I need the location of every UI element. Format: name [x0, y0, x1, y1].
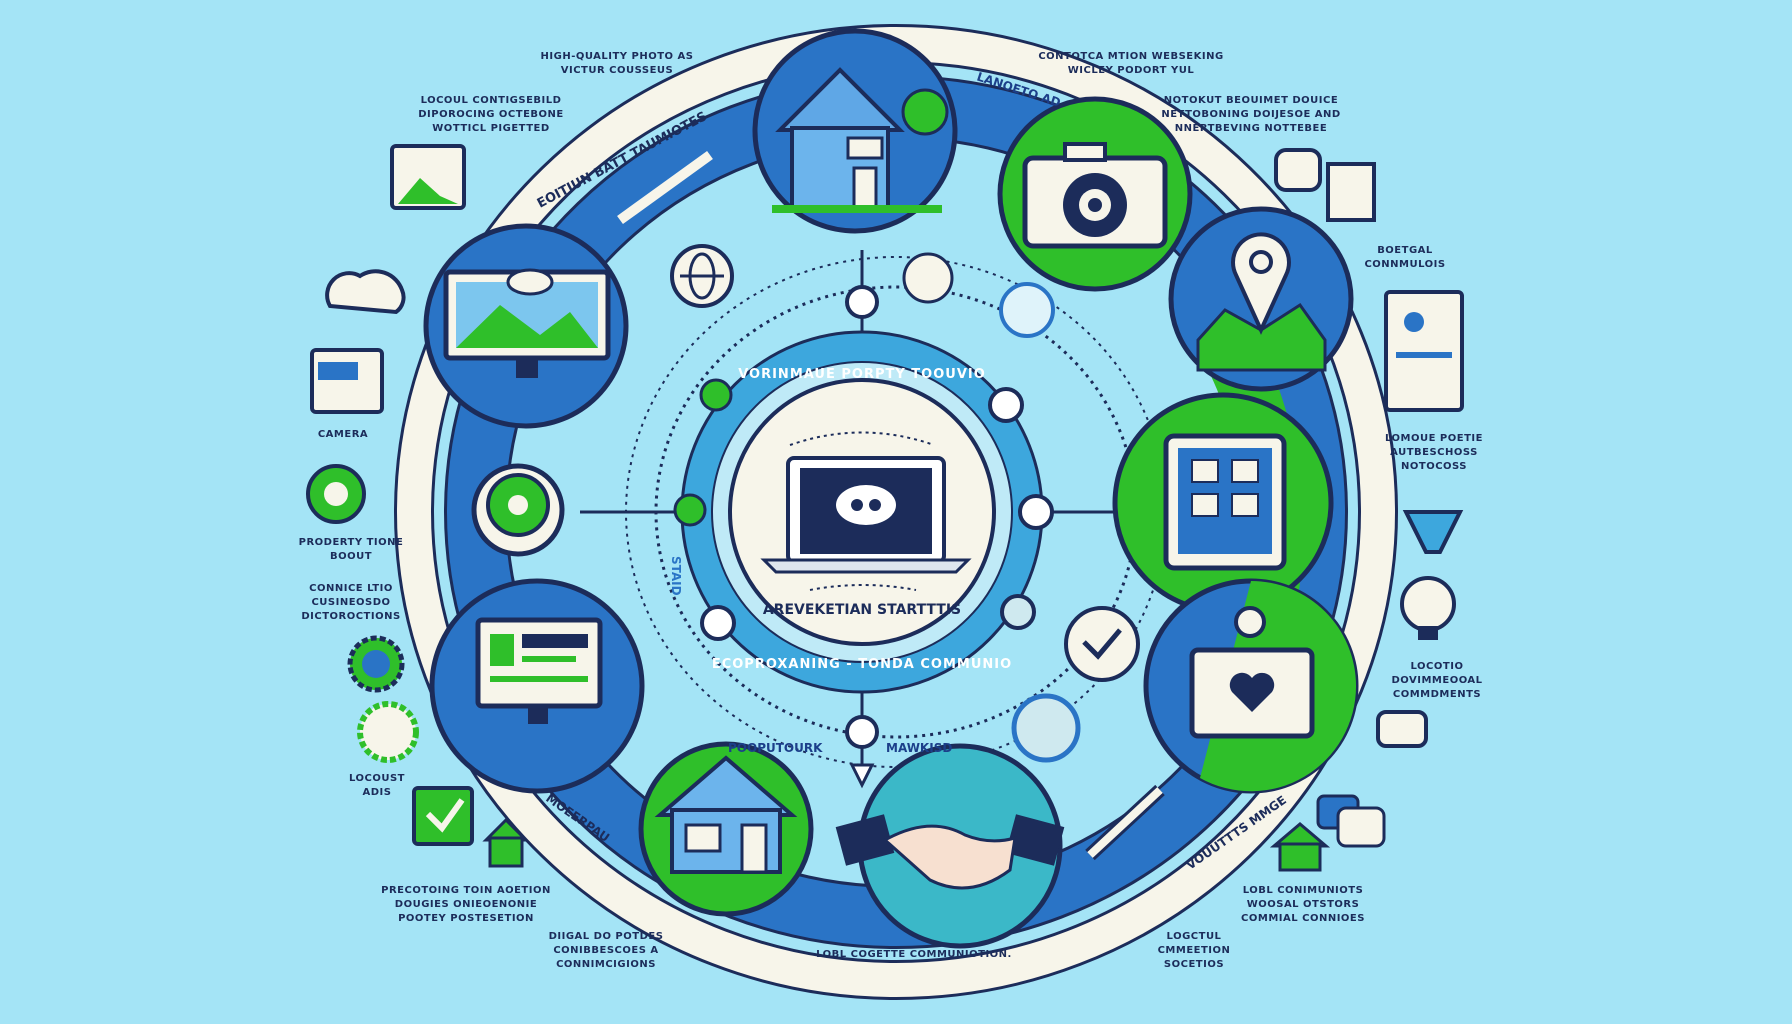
laptop-icon [760, 456, 972, 574]
node-tablet[interactable] [1112, 392, 1334, 614]
node-handshake[interactable] [835, 743, 1065, 949]
node-camera[interactable] [997, 96, 1193, 292]
checkmark-badge-icon [1064, 606, 1140, 682]
tag-badge-icon [902, 252, 954, 304]
node-house-listing[interactable] [752, 28, 958, 234]
node-house-bottom[interactable] [638, 741, 814, 917]
node-briefcase[interactable] [1143, 578, 1359, 794]
node-cloud-monitor[interactable] [423, 223, 629, 429]
inner-text-bottom-right: MAWKISD [886, 741, 952, 755]
cloud-icon [325, 269, 406, 315]
inner-ring-bottom-text: ECOPROXANING - TONDA COMMUNIO [712, 657, 1012, 672]
node-chat[interactable] [471, 463, 565, 557]
node-map-location[interactable] [1168, 206, 1354, 392]
side-tag: STAID [669, 556, 683, 596]
arrow-down-icon [849, 763, 875, 789]
document-heart-icon [1384, 290, 1464, 412]
pen-icon [1085, 784, 1165, 861]
lightbulb-icon [1400, 576, 1456, 640]
ring-connectors [700, 285, 1054, 749]
green-heart-icon [673, 493, 707, 527]
green-check-icon [699, 378, 733, 412]
image-card-icon [390, 144, 466, 210]
handshake-icon [835, 814, 1065, 890]
house-icon [654, 755, 798, 874]
chat-pair-icon [1316, 794, 1386, 848]
chat-badge-icon [357, 701, 419, 763]
camera-card-icon [310, 348, 384, 414]
small-house-icon [482, 817, 530, 868]
speech-bubble-icon [1274, 148, 1376, 222]
gear-badge-icon [347, 635, 405, 693]
label-lobl-cogette: LOBL COGETTE COMMUNIOTION. [816, 949, 1012, 960]
location-pin-icon [306, 464, 366, 524]
monitor-icon [475, 617, 603, 724]
house-icon [772, 67, 949, 213]
hand-lightbulb-icon [1402, 510, 1464, 554]
shop-badge-icon [999, 282, 1055, 338]
node-website-monitor[interactable] [429, 578, 645, 794]
pen-top-icon [617, 150, 713, 225]
tablet-icon [1163, 433, 1287, 571]
center-caption: AREVEKETIAN STARTTTIS [763, 602, 961, 618]
small-house-icon [1269, 822, 1331, 872]
inner-ring-top-text: VORINMAUE PORPTY TOOUVIO [738, 367, 986, 382]
checkbox-icon [412, 786, 474, 846]
monitor-landscape-icon [443, 268, 611, 378]
map-pin-icon [1196, 232, 1327, 372]
camera-icon [1022, 142, 1168, 249]
label-camera: CAMERA [317, 429, 369, 440]
briefcase-heart-icon [1189, 606, 1315, 739]
inner-text-bottom-left: POOPUTOURK [728, 741, 823, 755]
chat-small-icon [1376, 710, 1428, 748]
document-badge-icon [1011, 693, 1081, 763]
